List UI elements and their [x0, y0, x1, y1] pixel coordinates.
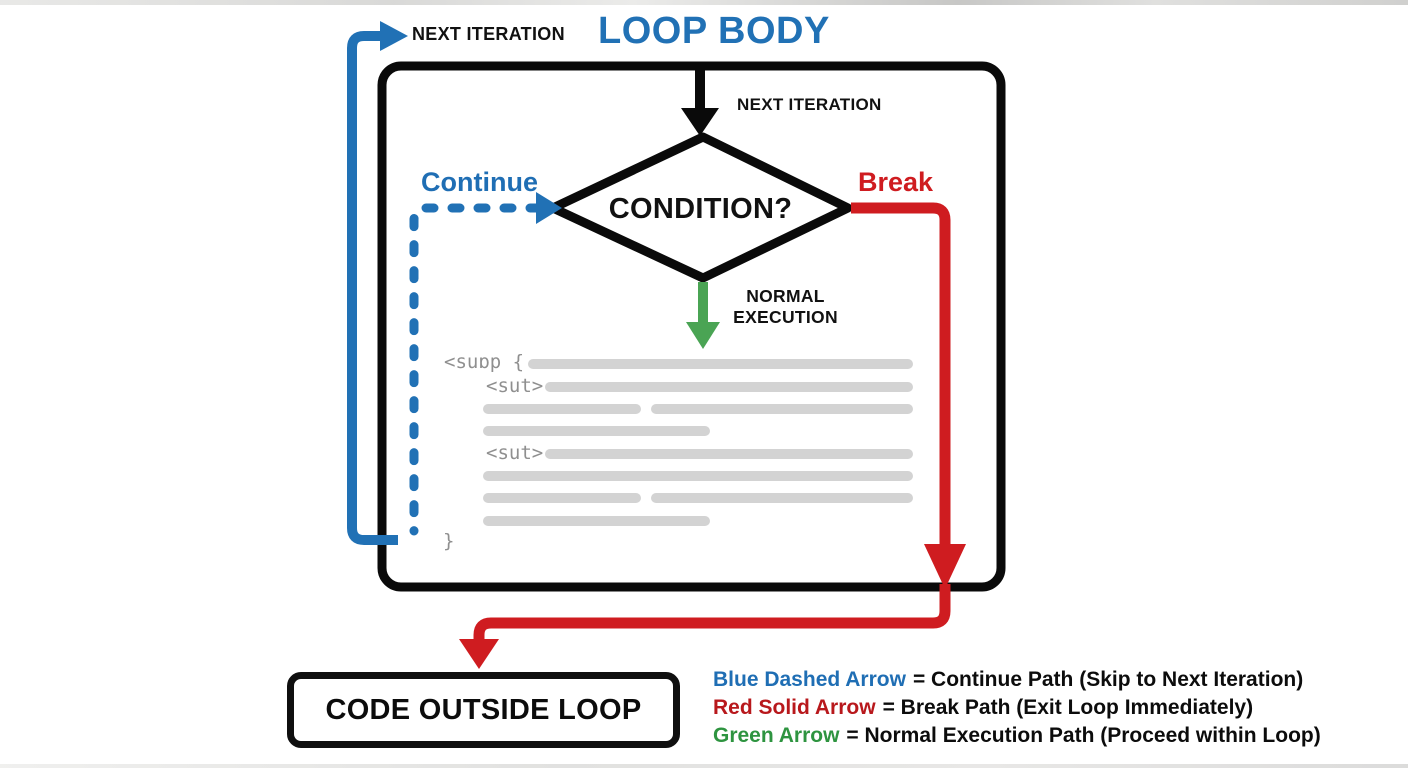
normal-execution-arrow-head: [686, 322, 720, 349]
next-iteration-inner-label: NEXT ITERATION: [737, 95, 882, 114]
break-path-upper: [851, 202, 951, 547]
code-placeholder-bars: [483, 359, 913, 526]
code-line-bar: [651, 404, 913, 414]
code-outside-loop-label: CODE OUTSIDE LOOP: [325, 693, 642, 726]
code-line-bar: [545, 449, 913, 459]
normal-execution-line2: EXECUTION: [733, 307, 838, 327]
legend-item-normal: Green Arrow = Normal Execution Path (Proc…: [713, 724, 1321, 747]
continue-dashed-path: [409, 203, 543, 536]
continue-label: Continue: [421, 167, 538, 197]
code-line-bar: [483, 426, 710, 436]
legend-item-break: Red Solid Arrow = Break Path (Exit Loop I…: [713, 696, 1321, 719]
scan-noise-top: [0, 0, 1408, 5]
code-line-bar: [483, 516, 710, 526]
legend-term-blue: Blue Dashed Arrow: [713, 668, 906, 691]
break-arrow-head-inner: [924, 544, 966, 589]
continue-arrow-head: [536, 192, 562, 224]
legend-desc-continue: = Continue Path (Skip to Next Iteration): [912, 668, 1304, 691]
scan-noise-bottom: [0, 764, 1408, 768]
next-iteration-top-label: NEXT ITERATION: [412, 24, 565, 44]
legend-term-red: Red Solid Arrow: [713, 696, 876, 719]
break-arrow-head-outer: [459, 639, 499, 669]
legend: Blue Dashed Arrow = Continue Path (Skip t…: [713, 668, 1321, 747]
code-token-tag2: <sut>: [486, 442, 544, 464]
code-line-bar: [545, 382, 913, 392]
loop-body-title: LOOP BODY: [598, 10, 830, 52]
normal-execution-label: NORMAL EXECUTION: [713, 286, 858, 328]
legend-desc-normal: = Normal Execution Path (Proceed within …: [846, 724, 1321, 747]
code-line-bar: [483, 493, 641, 503]
condition-diamond: [548, 132, 853, 283]
entry-arrow-head: [681, 108, 719, 136]
code-token-open: <suɒp {: [444, 351, 525, 373]
code-line-bar: [651, 493, 913, 503]
code-token-close: }: [443, 530, 455, 552]
condition-label: CONDITION?: [608, 193, 793, 225]
legend-item-continue: Blue Dashed Arrow = Continue Path (Skip t…: [713, 668, 1321, 691]
legend-term-green: Green Arrow: [713, 724, 840, 747]
continue-return-path: [347, 31, 398, 545]
code-token-tag1: <sut>: [486, 375, 544, 397]
code-outside-loop-box: CODE OUTSIDE LOOP: [287, 672, 680, 748]
normal-execution-line1: NORMAL: [746, 286, 825, 306]
code-line-bar: [528, 359, 913, 369]
continue-return-arrow-head: [380, 21, 408, 51]
code-line-bar: [483, 404, 641, 414]
break-label: Break: [858, 167, 934, 197]
break-path-lower: [473, 584, 951, 641]
legend-desc-break: = Break Path (Exit Loop Immediately): [882, 696, 1254, 719]
code-line-bar: [483, 471, 913, 481]
